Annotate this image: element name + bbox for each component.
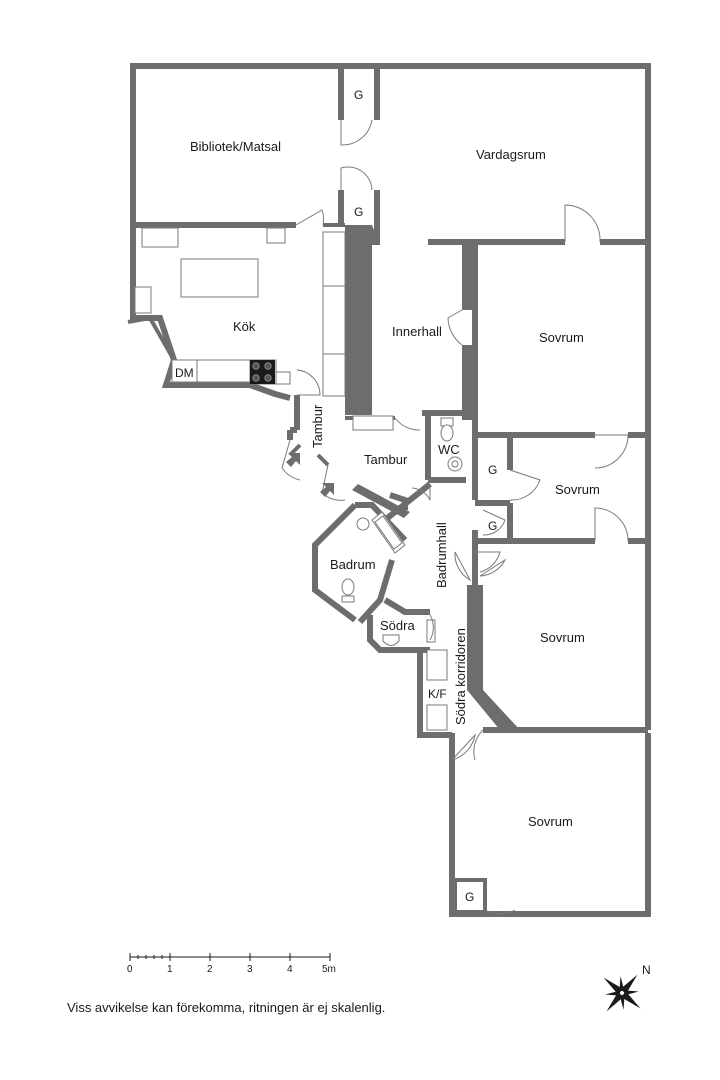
outer-walls bbox=[127, 63, 651, 917]
scale-label: 4 bbox=[287, 964, 293, 975]
scale-bar: 0 1 2 3 4 5m bbox=[127, 953, 336, 975]
disclaimer-text: Viss avvikelse kan förekomma, ritningen … bbox=[67, 1000, 386, 1015]
room-label-sovrum-4: Sovrum bbox=[528, 814, 573, 829]
sink-icon bbox=[447, 456, 463, 472]
toilet-icon bbox=[341, 578, 355, 603]
room-label-sovrum-2: Sovrum bbox=[555, 482, 600, 497]
scale-label: 3 bbox=[247, 964, 253, 975]
closet-label: G bbox=[488, 519, 497, 533]
entrance-arrow-icon bbox=[286, 453, 300, 467]
closet-label: G bbox=[354, 205, 363, 219]
kitchen-island bbox=[180, 258, 259, 298]
room-labels: Bibliotek/Matsal Vardagsrum Kök Innerhal… bbox=[175, 139, 600, 829]
compass-north-label: N bbox=[642, 963, 651, 977]
compass-icon bbox=[603, 974, 641, 1012]
sink-icon bbox=[382, 634, 400, 646]
room-label-sodra-korridoren: Södra korridoren bbox=[453, 628, 468, 725]
room-label-tambur: Tambur bbox=[364, 452, 408, 467]
room-label-badrum: Badrum bbox=[330, 557, 376, 572]
scale-label: 1 bbox=[167, 964, 173, 975]
room-label-wc: WC bbox=[438, 442, 460, 457]
scale-label: 5m bbox=[322, 964, 336, 975]
closet-labels: G G G G G bbox=[354, 88, 497, 904]
room-label-innerhall: Innerhall bbox=[392, 324, 442, 339]
scale-label: 2 bbox=[207, 964, 213, 975]
room-label-sovrum-1: Sovrum bbox=[539, 330, 584, 345]
room-label-badrumhall: Badrumhall bbox=[434, 522, 449, 588]
closet-label: G bbox=[465, 890, 474, 904]
room-label-kf: K/F bbox=[428, 687, 447, 701]
entrance-arrow-icon bbox=[320, 483, 334, 497]
closet-label: G bbox=[488, 463, 497, 477]
room-label-tambur-vertical: Tambur bbox=[310, 404, 325, 448]
room-label-dm: DM bbox=[175, 366, 194, 380]
scale-label: 0 bbox=[127, 964, 133, 975]
toilet-icon bbox=[440, 417, 454, 442]
room-label-bibliotek: Bibliotek/Matsal bbox=[190, 139, 281, 154]
room-label-vardagsrum: Vardagsrum bbox=[476, 147, 546, 162]
room-label-kok: Kök bbox=[233, 319, 256, 334]
fixtures bbox=[134, 227, 463, 646]
room-label-sodra: Södra bbox=[380, 618, 415, 633]
doors bbox=[281, 119, 629, 915]
bathtub-icon bbox=[356, 511, 406, 554]
room-label-sovrum-3: Sovrum bbox=[540, 630, 585, 645]
interior-walls bbox=[133, 66, 648, 760]
closet-label: G bbox=[354, 88, 363, 102]
